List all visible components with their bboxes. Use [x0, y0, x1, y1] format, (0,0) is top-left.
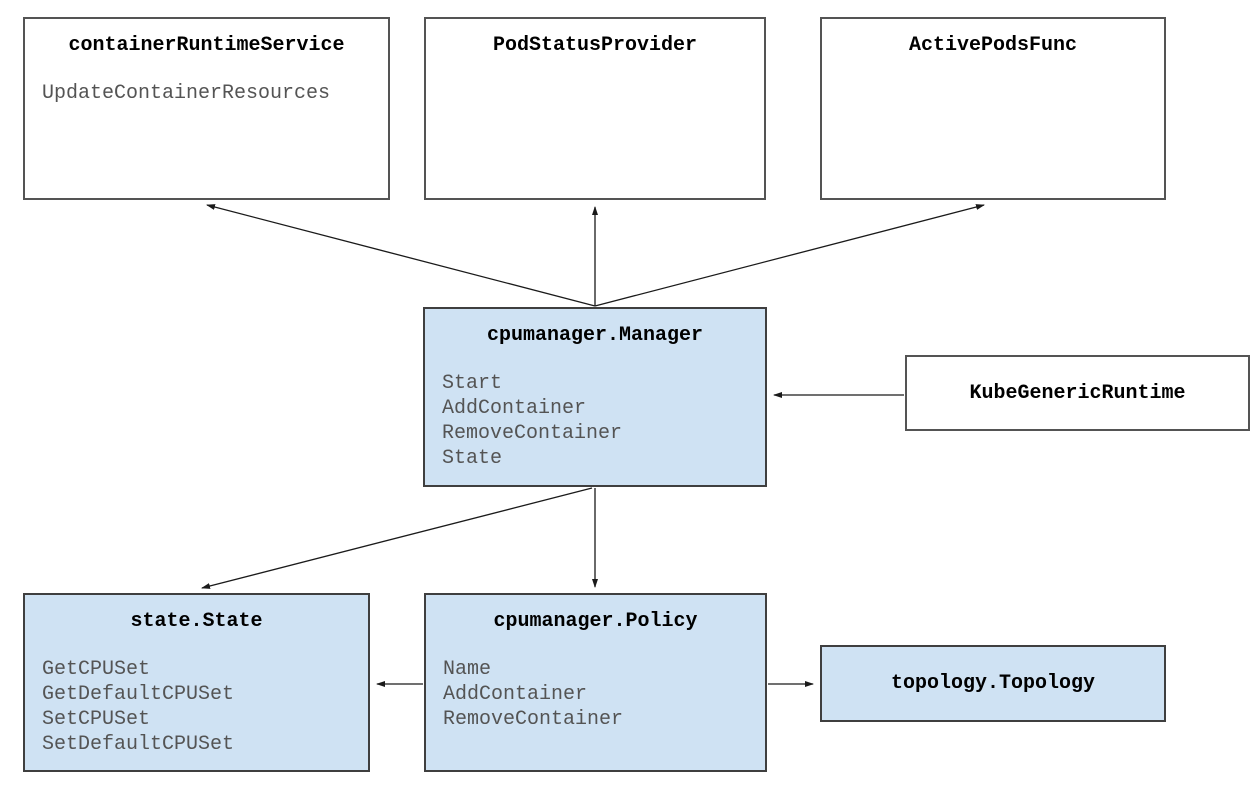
node-title: cpumanager.Policy	[493, 610, 698, 633]
method-label: AddContainer	[442, 397, 587, 420]
node-title: topology.Topology	[890, 672, 1096, 695]
node-method-list: UpdateContainerResources	[25, 81, 388, 106]
method-label: Name	[443, 658, 492, 681]
method-label: SetDefaultCPUSet	[42, 733, 235, 756]
node-active-pods-func: ActivePodsFunc	[820, 17, 1166, 200]
node-method-list: GetCPUSet GetDefaultCPUSet SetCPUSet Set…	[25, 657, 368, 757]
node-cpumanager-policy: cpumanager.Policy Name AddContainer Remo…	[424, 593, 767, 772]
method-label: State	[442, 447, 503, 470]
node-kube-generic-runtime: KubeGenericRuntime	[905, 355, 1250, 431]
method-label: AddContainer	[443, 683, 588, 706]
node-title: PodStatusProvider	[492, 34, 698, 57]
method-label: GetDefaultCPUSet	[42, 683, 235, 706]
method-label: RemoveContainer	[443, 708, 624, 731]
node-cpumanager-manager: cpumanager.Manager Start AddContainer Re…	[423, 307, 767, 487]
edge-manager-to-active-pods-func	[594, 204, 985, 307]
method-label: SetCPUSet	[42, 708, 151, 731]
edge-manager-to-container-runtime-service	[206, 204, 596, 307]
node-title: ActivePodsFunc	[908, 34, 1078, 57]
edge-manager-to-state-state	[201, 487, 593, 589]
node-topology-topology: topology.Topology	[820, 645, 1166, 722]
node-method-list: Start AddContainer RemoveContainer State	[425, 371, 765, 471]
node-state-state: state.State GetCPUSet GetDefaultCPUSet S…	[23, 593, 370, 772]
node-title: KubeGenericRuntime	[969, 381, 1186, 405]
method-label: RemoveContainer	[442, 422, 623, 445]
node-title: cpumanager.Manager	[486, 324, 704, 347]
method-label: UpdateContainerResources	[42, 82, 331, 105]
node-container-runtime-service: containerRuntimeService UpdateContainerR…	[23, 17, 390, 200]
node-pod-status-provider: PodStatusProvider	[424, 17, 766, 200]
method-label: Start	[442, 372, 503, 395]
node-title: containerRuntimeService	[68, 34, 345, 57]
node-title: state.State	[130, 610, 263, 633]
node-method-list: Name AddContainer RemoveContainer	[426, 657, 765, 732]
method-label: GetCPUSet	[42, 658, 151, 681]
